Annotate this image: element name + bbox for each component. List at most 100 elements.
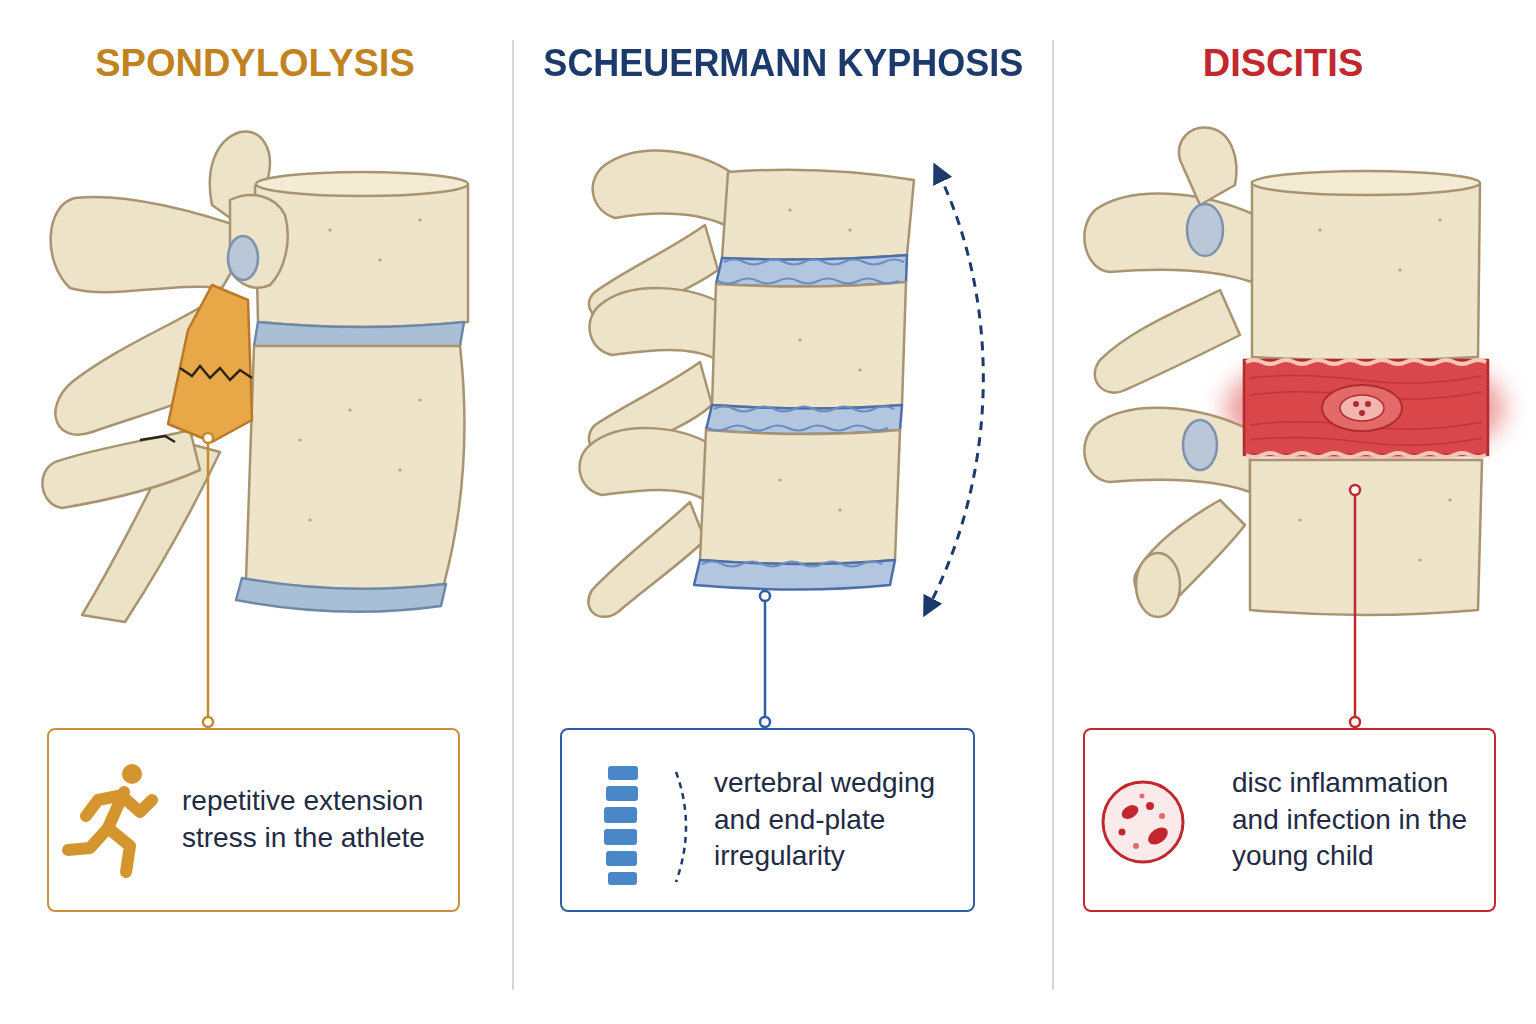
- eroded-end-plate-part: [1246, 453, 1486, 457]
- kyphosis-vertebrae-part: [593, 151, 735, 225]
- discitis-vertebrae-part: [1183, 420, 1217, 470]
- bone-texture-part: [418, 398, 421, 401]
- end-plate-irregularity-part: [702, 562, 882, 567]
- bone-texture-part: [308, 518, 311, 521]
- spondylolysis-vertebrae: [42, 132, 468, 622]
- leader-line-part: [1354, 494, 1357, 718]
- bacteria-icon-part: [1103, 782, 1183, 862]
- bone-texture-part: [858, 368, 861, 371]
- callout-text: disc inflammation and infection in the y…: [1232, 765, 1478, 876]
- end-plate-irregularity-part: [724, 260, 904, 265]
- discitis-vertebrae-part: [1095, 290, 1240, 393]
- runner-icon-part: [108, 828, 130, 872]
- discitis-vertebrae: [1084, 128, 1488, 617]
- column-divider-part: [512, 40, 514, 990]
- callout-text-group: disc inflammation and infection in the y…: [1232, 765, 1478, 876]
- pars-fracture-part: [180, 366, 252, 380]
- column-heading: SPONDYLOLYSIS: [95, 44, 415, 82]
- bone-texture-part: [378, 258, 381, 261]
- disc-fibres-part: [1250, 437, 1482, 445]
- kyphosis-vertebrae-part: [694, 560, 895, 590]
- kyphosis-vertebrae-part: [580, 428, 712, 500]
- infection-focus-part: [1340, 395, 1384, 421]
- callout-box: disc inflammation and infection in the y…: [1083, 728, 1496, 912]
- inflammation-glow: [1225, 350, 1505, 466]
- leader-line-part: [760, 717, 770, 727]
- discitis-vertebrae-part: [1252, 171, 1480, 195]
- leader-line: [203, 433, 213, 727]
- discitis-vertebrae-part: [1136, 553, 1180, 617]
- pars-fracture: [140, 366, 252, 442]
- bone-texture-part: [1418, 558, 1421, 561]
- bone-texture-part: [418, 218, 421, 221]
- bone-texture-part: [838, 508, 841, 511]
- spondylolysis-vertebrae-part: [236, 578, 446, 612]
- bone-texture: [1298, 218, 1451, 561]
- end-plate-irregularity-part: [718, 279, 898, 284]
- runner-icon-part: [68, 828, 108, 850]
- spine-icon-part: [676, 772, 686, 882]
- callout-box: repetitive extension stress in the athle…: [47, 728, 460, 912]
- callout-text: repetitive extension stress in the athle…: [182, 783, 442, 857]
- infection-focus-part: [1322, 385, 1402, 431]
- spondylolysis-vertebrae-part: [168, 285, 252, 442]
- spondylolysis-vertebrae-part: [256, 172, 468, 196]
- bacteria-icon-part: [1140, 794, 1145, 799]
- kyphosis-vertebrae-part: [590, 288, 725, 360]
- end-plate-irregularity-part: [714, 407, 894, 412]
- leader-line-part: [207, 442, 210, 718]
- infection-focus-part: [1359, 410, 1365, 416]
- runner-icon-part: [86, 796, 118, 816]
- spine-icon: [604, 766, 686, 885]
- discitis-vertebrae-part: [1187, 204, 1223, 256]
- kyphosis-vertebrae-part: [712, 282, 906, 409]
- runner-icon-part: [122, 764, 142, 784]
- leader-line: [760, 591, 770, 727]
- runner-icon-part: [122, 796, 152, 812]
- spine-icon-part: [604, 829, 637, 845]
- bone-texture-part: [778, 478, 781, 481]
- spondylolysis-vertebrae-part: [51, 197, 255, 292]
- bacteria-icon-part: [1159, 813, 1165, 819]
- bone-texture-part: [398, 468, 401, 471]
- spondylolysis-vertebrae-part: [246, 346, 464, 590]
- bone-texture-part: [1438, 218, 1441, 221]
- bacteria-icon-part: [1119, 829, 1126, 836]
- disc-fibres: [1250, 375, 1482, 445]
- eroded-end-plate: [1246, 360, 1486, 457]
- kyphosis-vertebrae-part: [722, 170, 914, 260]
- end-plate-irregularity-part: [708, 426, 888, 431]
- discitis-vertebrae-part: [1084, 194, 1255, 282]
- bone-texture-part: [1398, 268, 1401, 271]
- bone-texture-part: [328, 228, 331, 231]
- bacteria-icon-part: [1119, 802, 1141, 821]
- callout-text-group: repetitive extension stress in the athle…: [182, 783, 442, 857]
- pars-fracture-part: [140, 436, 175, 442]
- spondylolysis-vertebrae-part: [42, 430, 200, 508]
- spine-icon-part: [608, 766, 638, 780]
- callout-box: vertebral wedging and end-plate irregula…: [560, 728, 975, 912]
- kyphosis-vertebrae: [580, 151, 914, 617]
- column-heading: SCHEUERMANN KYPHOSIS: [543, 44, 1023, 82]
- kyphosis-vertebrae-part: [706, 405, 902, 434]
- bone-texture-part: [798, 338, 801, 341]
- leader-line-part: [1350, 485, 1360, 495]
- discitis-vertebrae-part: [1084, 408, 1250, 492]
- curvature-arrow: [928, 172, 983, 608]
- leader-line-part: [203, 717, 213, 727]
- infection-focus-part: [1353, 401, 1359, 407]
- spondylolysis-vertebrae-part: [228, 236, 258, 280]
- discitis-vertebrae-part: [1179, 128, 1236, 205]
- runner-icon: [68, 764, 152, 872]
- leader-line-part: [203, 433, 213, 443]
- discitis-vertebrae-part: [1252, 176, 1480, 360]
- bacteria-icon: [1103, 782, 1183, 862]
- column-divider-part: [1052, 40, 1054, 990]
- leader-line-part: [760, 591, 770, 601]
- spine-icon-part: [608, 872, 637, 885]
- callout-text-group: vertebral wedging and end-plate irregula…: [714, 765, 957, 876]
- bone-texture-part: [1298, 518, 1301, 521]
- bone-texture-part: [848, 228, 851, 231]
- spine-icon-part: [606, 851, 637, 866]
- bone-texture-part: [788, 208, 791, 211]
